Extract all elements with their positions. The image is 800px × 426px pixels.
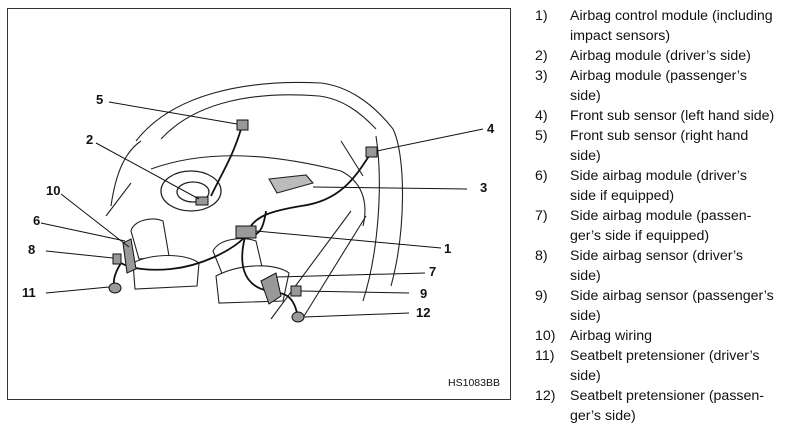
legend-text: Side airbag module (passen-ger’s side if…: [570, 208, 752, 244]
legend-item: 12) Seatbelt pretensioner (passen-ger’s s…: [535, 386, 797, 426]
callout-7: 7: [429, 264, 437, 279]
legend-number: 6): [535, 168, 548, 184]
steering-wheel: [160, 170, 222, 212]
driver-side-airbag-sensor: [112, 253, 122, 265]
legend-number: 4): [535, 108, 548, 124]
front-sub-sensor-right: [236, 119, 249, 131]
airbag-system-illustration: [40, 81, 484, 323]
leader-lines: [40, 101, 484, 318]
driver-side-airbag-module: [122, 238, 137, 274]
passenger-side-airbag-module: [260, 272, 282, 305]
callout-1: 1: [444, 241, 452, 256]
callout-8: 8: [28, 242, 36, 257]
legend-number: 9): [535, 288, 548, 304]
passenger-side-airbag-sensor: [290, 285, 302, 297]
callout-12: 12: [416, 305, 431, 320]
figure-code: HS1083BB: [448, 377, 500, 389]
legend-number: 12): [535, 388, 556, 404]
vehicle-outline: [105, 81, 404, 322]
legend-item: 4) Front sub sensor (left hand side): [535, 106, 797, 126]
legend-number: 8): [535, 248, 548, 264]
legend-number: 5): [535, 128, 548, 144]
callout-2: 2: [86, 132, 94, 147]
legend-number: 7): [535, 208, 548, 224]
legend-number: 2): [535, 48, 548, 64]
passenger-airbag-module: [268, 174, 314, 194]
passenger-seatbelt-pretensioner: [291, 311, 305, 323]
callout-3: 3: [480, 180, 488, 195]
legend-text: Airbag wiring: [570, 328, 653, 344]
callout-10: 10: [46, 183, 61, 198]
front-sub-sensor-left: [365, 146, 378, 158]
legend-item: 2) Airbag module (driver’s side): [535, 46, 797, 66]
driver-airbag-module: [195, 196, 209, 206]
legend-number: 11): [535, 348, 555, 364]
driver-seatbelt-pretensioner: [108, 282, 122, 294]
legend-number: 1): [535, 8, 548, 24]
callout-4: 4: [487, 121, 495, 136]
legend-item: 10) Airbag wiring: [535, 326, 797, 346]
callout-9: 9: [420, 286, 428, 301]
legend-item: 7) Side airbag module (passen-ger’s side …: [535, 206, 797, 246]
driver-seat: [130, 218, 200, 290]
legend-text: Front sub sensor (left hand side): [570, 108, 775, 124]
legend-text: Seatbelt pretensioner (passen-ger’s side…: [570, 388, 765, 424]
airbag-control-module: [235, 225, 257, 239]
callout-5: 5: [96, 92, 104, 107]
components: [108, 119, 378, 323]
legend-number: 3): [535, 68, 548, 84]
callout-6: 6: [33, 213, 41, 228]
diagram-frame: 5 2 4 3 10 6 1 8 7 9 11 12 HS1083BB: [7, 8, 511, 400]
legend-number: 10): [535, 328, 556, 344]
legend-text: Airbag module (driver’s side): [570, 48, 751, 64]
callout-11: 11: [22, 285, 36, 300]
